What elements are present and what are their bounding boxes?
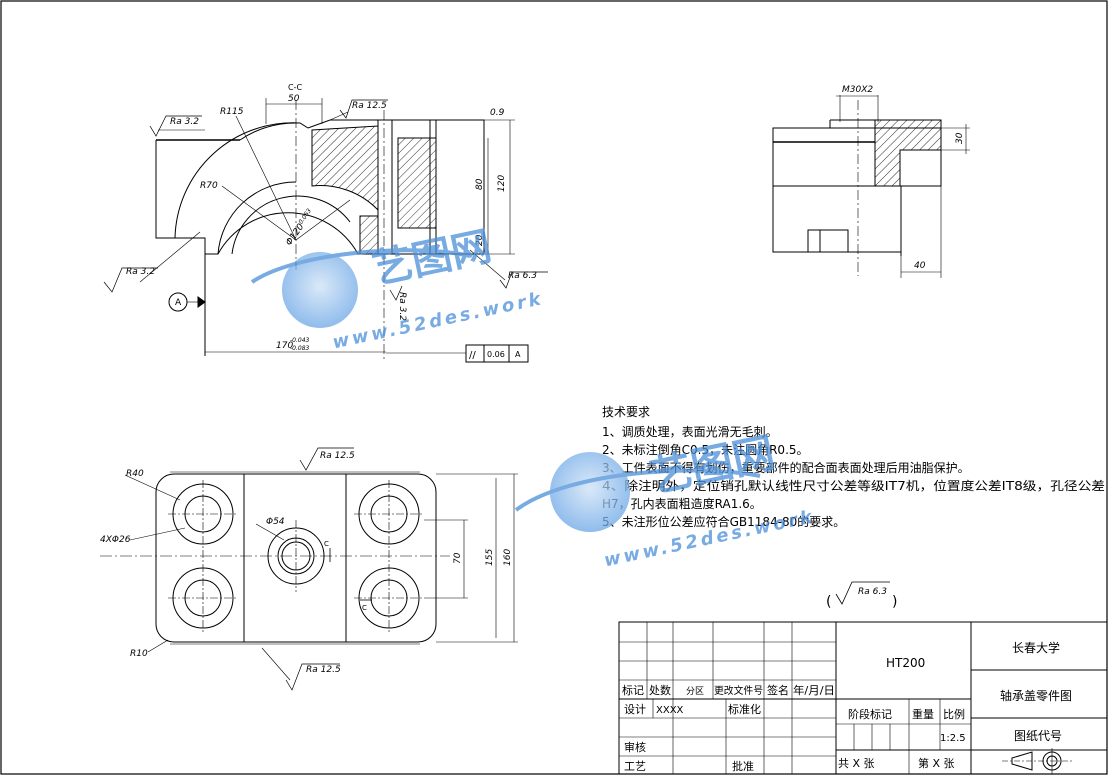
rev-header-docno: 更改文件号 xyxy=(714,684,763,697)
roughness-top-view: Ra 12.5 xyxy=(320,451,355,461)
dim-flatness: 0.9 xyxy=(490,108,505,118)
dim-h120: 120 xyxy=(497,175,507,192)
dim-dia54: Φ54 xyxy=(266,517,285,527)
roughness-vertical: Ra 3.2 xyxy=(397,292,407,321)
dim-h80: 80 xyxy=(475,178,485,190)
dim-h70: 70 xyxy=(453,552,463,564)
parallel-value: 0.06 xyxy=(487,350,505,359)
design-value: XXXX xyxy=(656,705,684,716)
rev-header-count: 处数 xyxy=(649,684,671,697)
dim-h155: 155 xyxy=(485,549,495,566)
rev-header-sign: 签名 xyxy=(767,683,789,697)
parallel-datum: A xyxy=(515,350,521,359)
sheet-number: 第 X 张 xyxy=(918,756,955,770)
dim-holes: 4XΦ26 xyxy=(100,535,131,545)
tech-note-4: 4、除注明外，定位销孔默认线性尺寸公差等级IT7机，位置度公差IT8级，孔径公差 xyxy=(602,478,1105,493)
globe-icon xyxy=(282,252,358,328)
tech-note-2: 2、未标注倒角C0.5，未注圆角R0.5。 xyxy=(602,442,809,457)
general-roughness-value: Ra 6.3 xyxy=(858,587,887,597)
dim-r10: R10 xyxy=(130,649,148,659)
dim-h30: 30 xyxy=(955,132,965,144)
review-label: 审核 xyxy=(624,740,646,754)
material: HT200 xyxy=(886,656,925,670)
process-label: 工艺 xyxy=(624,760,646,773)
dim-width-top: 50 xyxy=(288,94,300,104)
roughness-bottom-view: Ra 12.5 xyxy=(306,665,341,675)
dim-r40: R40 xyxy=(126,469,144,479)
front-section-label: C-C xyxy=(288,83,302,92)
side-view xyxy=(772,95,970,278)
dim-thread: M30X2 xyxy=(842,85,873,95)
standard-label: 标准化 xyxy=(728,702,761,716)
paren-close: ) xyxy=(892,594,897,610)
part-name: 轴承盖零件图 xyxy=(1000,688,1072,703)
tech-notes-title: 技术要求 xyxy=(602,405,650,419)
datum-a: A xyxy=(175,298,182,308)
rev-header-zone: 分区 xyxy=(686,686,704,697)
roughness-bottom-left: Ra 3.2 xyxy=(126,267,155,277)
tech-note-5: 5、未注形位公差应符合GB1184-80的要求。 xyxy=(602,514,845,529)
dim-length170-tol-low: -0.083 xyxy=(290,345,310,352)
dim-h160: 160 xyxy=(503,549,513,566)
stage-label: 阶段标记 xyxy=(848,707,892,721)
design-label: 设计 xyxy=(624,703,646,716)
watermark-2: 艺图网 www.52des.work xyxy=(514,428,817,571)
tech-note-1: 1、调质处理，表面光滑无毛刺。 xyxy=(602,425,778,439)
parallel-symbol: // xyxy=(469,350,476,361)
weight-label: 重量 xyxy=(912,707,934,721)
drawing-no-label: 图纸代号 xyxy=(1014,729,1062,743)
roughness-top: Ra 12.5 xyxy=(352,101,387,111)
dim-w40: 40 xyxy=(914,261,926,271)
rev-header-date: 年/月/日 xyxy=(793,683,835,697)
approve-label: 批准 xyxy=(732,759,754,773)
top-view xyxy=(100,447,518,691)
dim-length170: 170 xyxy=(276,341,293,351)
sheet-count: 共 X 张 xyxy=(838,757,875,770)
university: 长春大学 xyxy=(1012,640,1060,655)
title-block xyxy=(618,621,1108,775)
front-section-view xyxy=(103,98,548,363)
tech-note-4b: H7，孔内表面粗造度RA1.6。 xyxy=(602,496,762,511)
dim-h20: 20 xyxy=(475,234,485,246)
watermark-1: 艺图网 www.52des.work xyxy=(250,224,546,353)
dim-length170-tol-up: -0.043 xyxy=(290,337,310,344)
sec-c-bottom: C xyxy=(362,604,367,612)
rev-header-mark: 标记 xyxy=(622,683,644,697)
paren-open: ( xyxy=(826,594,831,610)
general-roughness: ( Ra 6.3 ) xyxy=(826,581,897,610)
scale-value: 1:2.5 xyxy=(940,733,966,744)
roughness-left: Ra 3.2 xyxy=(170,117,199,127)
watermark-url: www.52des.work xyxy=(331,288,546,353)
projection-symbol-icon xyxy=(1002,748,1072,774)
scale-label: 比例 xyxy=(943,707,965,721)
dim-r70: R70 xyxy=(200,181,218,191)
sec-c-top: C xyxy=(324,540,329,548)
roughness-right: Ra 6.3 xyxy=(508,271,537,281)
watermark-brand: 艺图网 xyxy=(368,224,495,294)
globe-icon xyxy=(550,452,630,532)
dim-r115: R115 xyxy=(220,107,244,117)
